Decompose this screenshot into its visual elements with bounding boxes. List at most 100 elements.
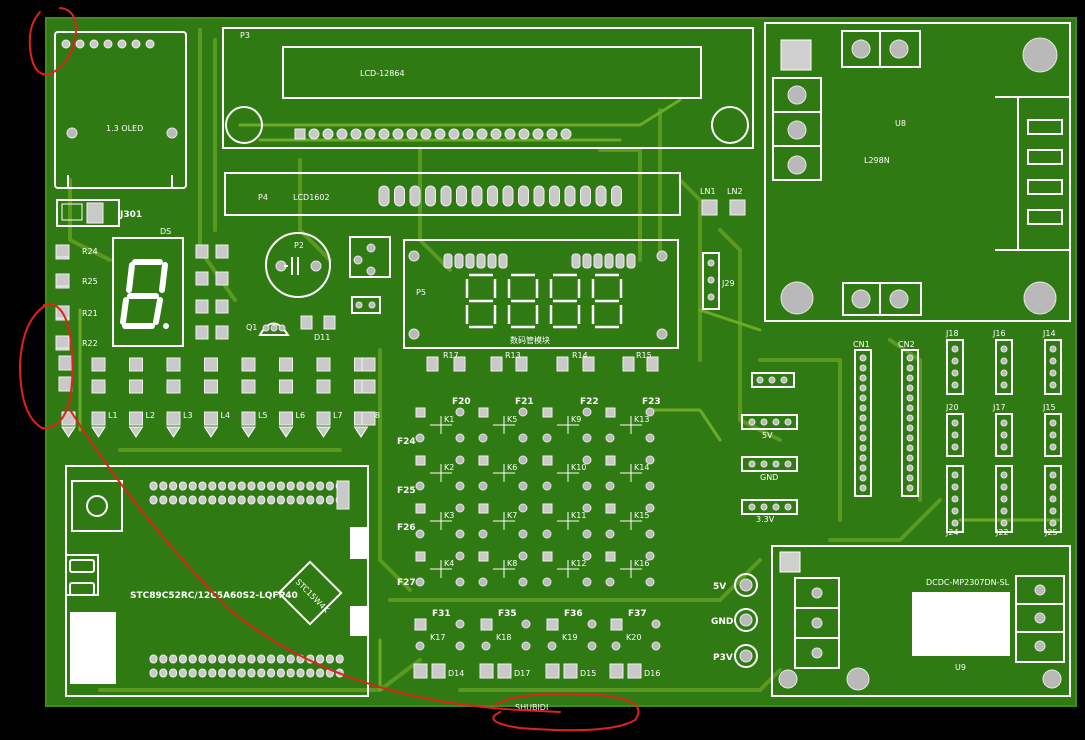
- pin: [364, 128, 376, 140]
- pin: [1049, 495, 1057, 503]
- power-headers: 5V GND 3.3V: [741, 372, 798, 524]
- pin: [951, 443, 959, 451]
- pin: [276, 481, 285, 491]
- pin: [1000, 519, 1008, 527]
- row-resistor-pad: [622, 356, 635, 372]
- led-diode-icon: [353, 426, 369, 438]
- key-hole: [582, 503, 592, 513]
- pin: [267, 481, 276, 491]
- pin: [159, 654, 168, 664]
- key-hole: [645, 529, 655, 539]
- led-resistor-pad: [361, 379, 376, 394]
- pin: [564, 185, 576, 207]
- pin: [951, 419, 959, 427]
- pin: [1000, 381, 1008, 389]
- mcu-pin-rows: [149, 480, 350, 678]
- key-hole: [605, 433, 615, 443]
- led-resistor-pad: [241, 379, 256, 394]
- j20-label: J20: [945, 403, 959, 412]
- led-pad: [204, 411, 218, 426]
- pin: [169, 481, 178, 491]
- key-pad: [415, 455, 426, 466]
- lcd1602-label: LCD1602: [293, 193, 330, 202]
- smd-pad: [215, 244, 229, 259]
- board-outline: [45, 17, 1077, 707]
- pin: [951, 369, 959, 377]
- key-hole: [605, 529, 615, 539]
- pin: [604, 253, 614, 269]
- ln2-label: LN2: [727, 187, 743, 196]
- gnd-header-label: GND: [760, 473, 778, 482]
- key-label: K20: [626, 633, 641, 642]
- key-hole: [478, 529, 488, 539]
- pin: [188, 495, 197, 505]
- p3-label: P3: [240, 31, 250, 40]
- key-hole: [587, 619, 597, 629]
- f31-label: F31: [432, 609, 451, 619]
- pin: [394, 185, 405, 207]
- key-outline: [557, 464, 579, 482]
- pin: [1000, 471, 1008, 479]
- key-label: K15: [634, 511, 649, 520]
- key-pad: [415, 407, 426, 418]
- key-hole: [651, 641, 661, 651]
- led-diode-icon: [278, 426, 294, 438]
- pin: [906, 354, 914, 362]
- cn-pins: [859, 354, 914, 492]
- led-resistor-pad: [204, 357, 218, 372]
- key-hole: [478, 481, 488, 491]
- key-pad: [414, 618, 427, 631]
- f27-label: F27: [397, 578, 416, 588]
- key-pad: [542, 455, 553, 466]
- pin: [316, 654, 325, 664]
- pin: [532, 128, 544, 140]
- key-outline: [557, 416, 579, 434]
- pin: [316, 481, 325, 491]
- ln1-label: LN1: [700, 187, 716, 196]
- led-row: L1L2L3L4L5L6L7L8: [61, 357, 380, 438]
- led-resistor-pad: [91, 357, 106, 372]
- key-hole: [645, 577, 655, 587]
- header-outline: [946, 413, 964, 457]
- led-diode-icon: [61, 426, 76, 438]
- j22-label: J22: [995, 528, 1009, 537]
- led-label: D14: [448, 669, 464, 678]
- key-hole: [455, 619, 465, 629]
- key-outline: [493, 416, 515, 434]
- header-outline: [1044, 465, 1062, 533]
- key-hole: [645, 503, 655, 513]
- seg-digits: [465, 273, 623, 329]
- led-label: L3: [183, 411, 193, 420]
- pin: [1049, 519, 1057, 527]
- pin: [286, 668, 295, 678]
- led-label: L7: [333, 411, 343, 420]
- header-outline: [946, 465, 964, 533]
- pin: [490, 128, 502, 140]
- key-outline: [430, 416, 452, 434]
- seg-pins: [443, 253, 636, 269]
- key-pad: [415, 551, 426, 562]
- led-pad: [545, 663, 560, 679]
- pin: [1000, 431, 1008, 439]
- cn-headers: CN1 CN2: [853, 340, 919, 497]
- led-pad: [91, 411, 106, 426]
- key-hole: [582, 455, 592, 465]
- pin: [316, 495, 325, 505]
- pin: [145, 39, 155, 49]
- pin: [178, 668, 187, 678]
- led-label: L5: [258, 411, 268, 420]
- key-hole: [645, 407, 655, 417]
- r25-label: R25: [82, 277, 98, 286]
- pin: [571, 253, 581, 269]
- pin: [350, 128, 362, 140]
- pin: [615, 253, 625, 269]
- led-pad: [627, 663, 642, 679]
- f20-label: F20: [452, 397, 471, 407]
- pin: [149, 495, 158, 505]
- pin: [476, 128, 488, 140]
- pin: [951, 345, 959, 353]
- led-label: D16: [644, 669, 660, 678]
- key-hole: [645, 481, 655, 491]
- pin: [198, 495, 207, 505]
